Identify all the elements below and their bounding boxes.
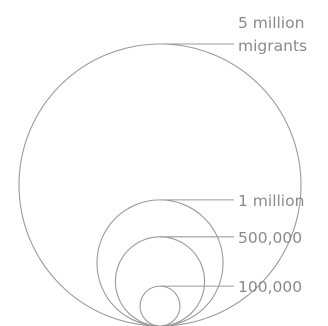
- legend-labels: 5 million migrants 1 million 500,000 100,000: [238, 14, 307, 296]
- bubble-circle-2: [114, 236, 206, 326]
- bubble-label-0-line-0: 5 million: [238, 14, 304, 32]
- bubble-label-3-line-0: 100,000: [238, 278, 302, 296]
- bubble-circle-3: [139, 285, 181, 326]
- bubble-circle-1: [96, 199, 224, 326]
- bubble-label-1-line-0: 1 million: [238, 192, 304, 210]
- bubble-label-2-line-0: 500,000: [238, 229, 302, 247]
- legend-leader-lines: [160, 43, 234, 287]
- bubble-label-0-line-1: migrants: [238, 37, 307, 55]
